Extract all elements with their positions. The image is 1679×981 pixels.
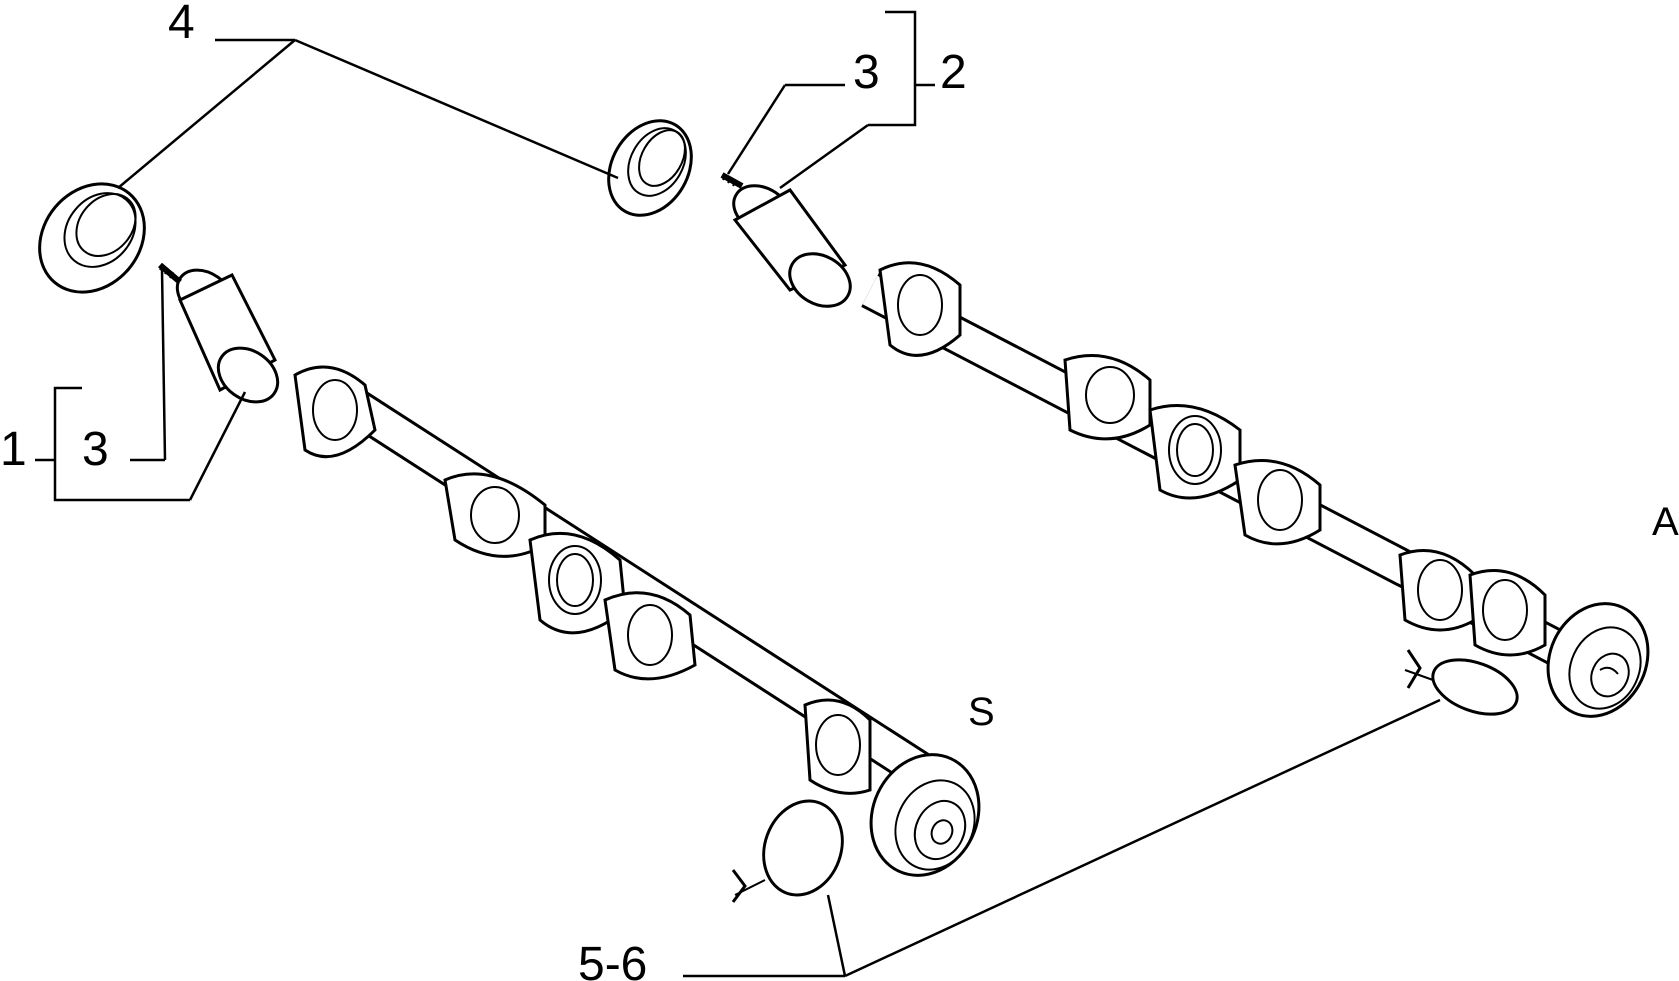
- screw-right: [720, 172, 744, 189]
- label-side-intake: A: [1652, 500, 1679, 544]
- plug-left: [731, 799, 844, 903]
- label-side-exhaust: S: [968, 690, 995, 734]
- cam-lobe: [1148, 404, 1242, 500]
- label-camshaft-exhaust: 1: [0, 423, 27, 476]
- screw-left: [158, 262, 182, 285]
- label-plugs: 5-6: [578, 938, 647, 981]
- camshaft-flange: [869, 753, 981, 877]
- seal-ring-right: [607, 119, 693, 217]
- cam-lobe: [803, 698, 872, 795]
- cam-lobe: [1468, 569, 1547, 657]
- cam-lobe: [1063, 354, 1152, 441]
- label-screw-left: 3: [82, 423, 109, 476]
- cam-lobe: [1233, 459, 1322, 546]
- cam-lobe: [878, 261, 962, 357]
- cam-lobe: [603, 591, 697, 681]
- label-seal-rings: 4: [168, 0, 195, 49]
- cam-lobe: [443, 472, 547, 558]
- label-camshaft-intake: 2: [940, 46, 967, 99]
- leader-lines: [35, 10, 1441, 978]
- camshaft-intake: [732, 184, 1650, 718]
- label-screw-right: 3: [853, 46, 880, 99]
- camshaft-flange: [1546, 602, 1650, 718]
- plug-right: [1404, 649, 1519, 716]
- cam-lobe: [293, 365, 377, 459]
- cam-lobe: [1398, 549, 1477, 632]
- camshaft-exhaust: [175, 268, 981, 877]
- seal-ring-left: [38, 182, 146, 294]
